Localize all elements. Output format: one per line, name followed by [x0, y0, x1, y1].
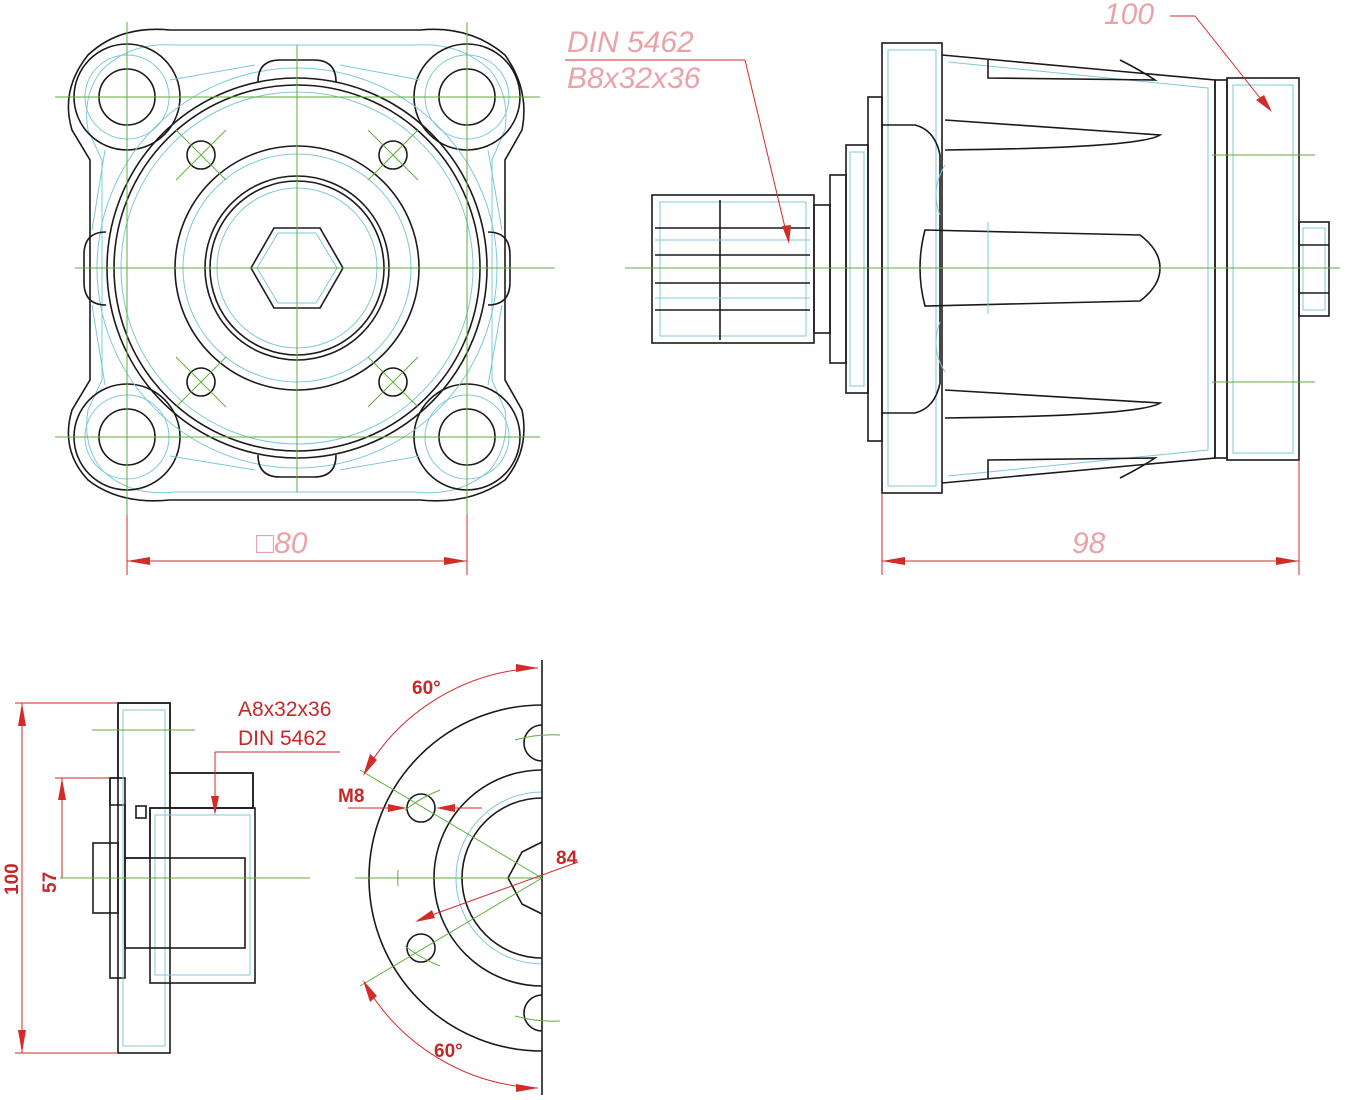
spline-standard-bottom-label: DIN 5462	[238, 727, 327, 750]
side-view: 98 100 DIN 5462 B8x32x36	[565, 0, 1340, 575]
angle-upper-label: 60°	[412, 678, 441, 699]
spline-spec-top-label: B8x32x36	[567, 62, 701, 95]
section-view: 100 57 A8x32x36 DIN 5462	[2, 698, 340, 1054]
height-dimension-label: 100	[2, 863, 23, 895]
end-view: 60° 60° M8 84	[338, 660, 579, 1095]
angle-lower-label: 60°	[434, 1041, 463, 1062]
thread-size-label: M8	[338, 786, 364, 807]
spline-spec-bottom-label: A8x32x36	[238, 698, 331, 721]
square-dimension-label: □80	[256, 527, 308, 560]
spline-standard-top-label: DIN 5462	[567, 26, 694, 59]
length-top-label: 100	[1104, 0, 1154, 31]
overall-length-label: 98	[1072, 527, 1106, 560]
center-height-label: 57	[40, 872, 61, 893]
front-view: □80	[55, 22, 555, 575]
front-flange-outline	[67, 28, 525, 502]
